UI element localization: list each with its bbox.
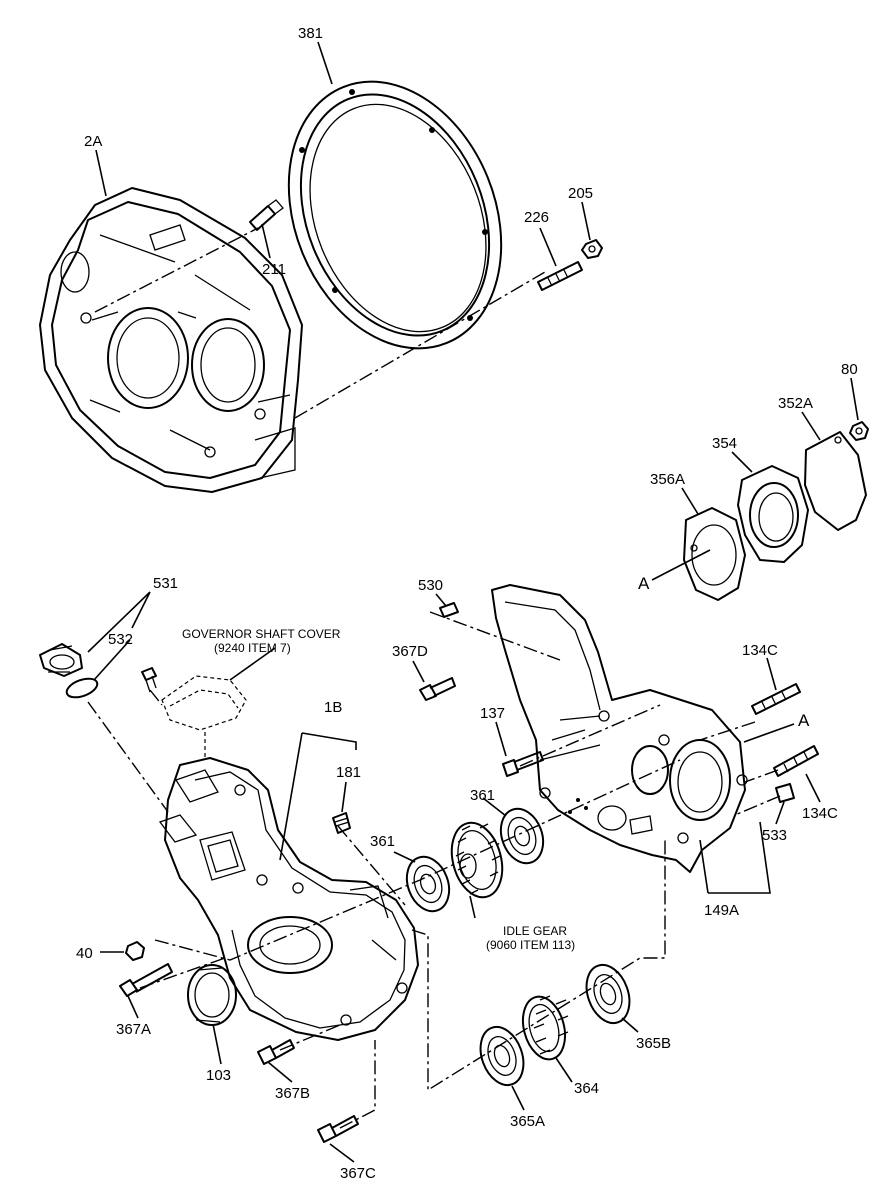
- label-2A: 2A: [84, 133, 102, 150]
- plug-181: [332, 812, 351, 834]
- label-134C-bottom: 134C: [802, 805, 838, 822]
- nut-80: [849, 421, 869, 441]
- label-181: 181: [336, 764, 361, 781]
- label-530: 530: [418, 577, 443, 594]
- bolt-211: [249, 199, 284, 231]
- gear-364: [521, 995, 569, 1061]
- stud-134C-bottom: [773, 745, 819, 777]
- label-352A: 352A: [778, 395, 813, 412]
- label-367C: 367C: [340, 1165, 376, 1182]
- label-103: 103: [206, 1067, 231, 1084]
- flywheel-housing-2A: [39, 187, 303, 493]
- label-532: 532: [108, 631, 133, 648]
- seal-103: [187, 964, 237, 1026]
- governor-cover-ref: (9240 ITEM 7): [214, 641, 291, 655]
- label-40: 40: [76, 945, 93, 962]
- label-211: 211: [262, 261, 286, 278]
- alignment-line: [94, 227, 259, 313]
- bolt-137: [502, 751, 544, 777]
- bearing-365B: [585, 963, 631, 1025]
- alignment-line: [519, 704, 661, 767]
- label-1B: 1B: [324, 699, 342, 716]
- bolt-governor: [141, 667, 157, 693]
- label-381: 381: [298, 25, 323, 42]
- alignment-line: [294, 271, 546, 419]
- alignment-line: [337, 825, 406, 906]
- cover-plate-352A: [804, 431, 867, 531]
- alignment-line: [149, 689, 163, 706]
- alignment-line: [279, 1024, 341, 1051]
- bolt-367B: [257, 1039, 295, 1065]
- o-ring-532: [65, 677, 99, 699]
- stud-226: [537, 261, 583, 291]
- dowel-pin-530: [439, 602, 459, 618]
- leader-lines: [87, 41, 859, 1163]
- idle-gear: [450, 821, 504, 899]
- label-361-right: 361: [470, 787, 495, 804]
- governor-shaft-cover: [161, 675, 247, 760]
- label-367B: 367B: [275, 1085, 310, 1102]
- label-134C-top: 134C: [742, 642, 778, 659]
- alignment-line: [699, 721, 756, 741]
- nut-40: [125, 941, 145, 961]
- bearing-361-right: [499, 807, 545, 865]
- alignment-line: [429, 611, 561, 661]
- bearing-361-left: [405, 855, 451, 913]
- stud-134C-top: [751, 683, 801, 715]
- governor-cover-title: GOVERNOR SHAFT COVER: [182, 627, 341, 641]
- alignment-line: [87, 701, 169, 813]
- alignment-line: [139, 957, 226, 989]
- gasket-ring-381: [287, 80, 503, 350]
- alignment-line: [339, 1040, 376, 1129]
- plug-533: [775, 783, 795, 803]
- label-137: 137: [480, 705, 505, 722]
- label-367A: 367A: [116, 1021, 151, 1038]
- label-356A: 356A: [650, 471, 685, 488]
- alignment-line: [744, 769, 779, 783]
- label-367D: 367D: [392, 643, 428, 660]
- gasket-356A: [683, 507, 746, 601]
- label-149A: 149A: [704, 902, 739, 919]
- label-A-gasket: A: [638, 574, 650, 593]
- label-531: 531: [153, 575, 178, 592]
- bolt-367D: [419, 677, 456, 701]
- alignment-line: [734, 795, 781, 816]
- bolt-367C: [317, 1115, 359, 1143]
- seal-housing-354: [737, 465, 809, 563]
- label-533: 533: [762, 827, 787, 844]
- label-364: 364: [574, 1080, 599, 1097]
- label-80: 80: [841, 361, 858, 378]
- idle-gear-title: IDLE GEAR: [503, 924, 567, 938]
- nut-205: [581, 239, 603, 259]
- label-205: 205: [568, 185, 593, 202]
- label-365B: 365B: [636, 1035, 671, 1052]
- bolt-367A: [119, 963, 173, 997]
- alignment-line: [154, 759, 681, 961]
- idle-gear-ref: (9060 ITEM 113): [486, 938, 575, 952]
- label-226: 226: [524, 209, 549, 226]
- gear-housing-1B: [158, 757, 419, 1041]
- label-365A: 365A: [510, 1113, 545, 1130]
- rear-housing-149A: [491, 584, 748, 873]
- label-361-left: 361: [370, 833, 395, 850]
- alignment-line: [411, 838, 666, 1092]
- breather-cap-531: [39, 643, 83, 677]
- label-A-housing: A: [798, 711, 810, 730]
- label-354: 354: [712, 435, 737, 452]
